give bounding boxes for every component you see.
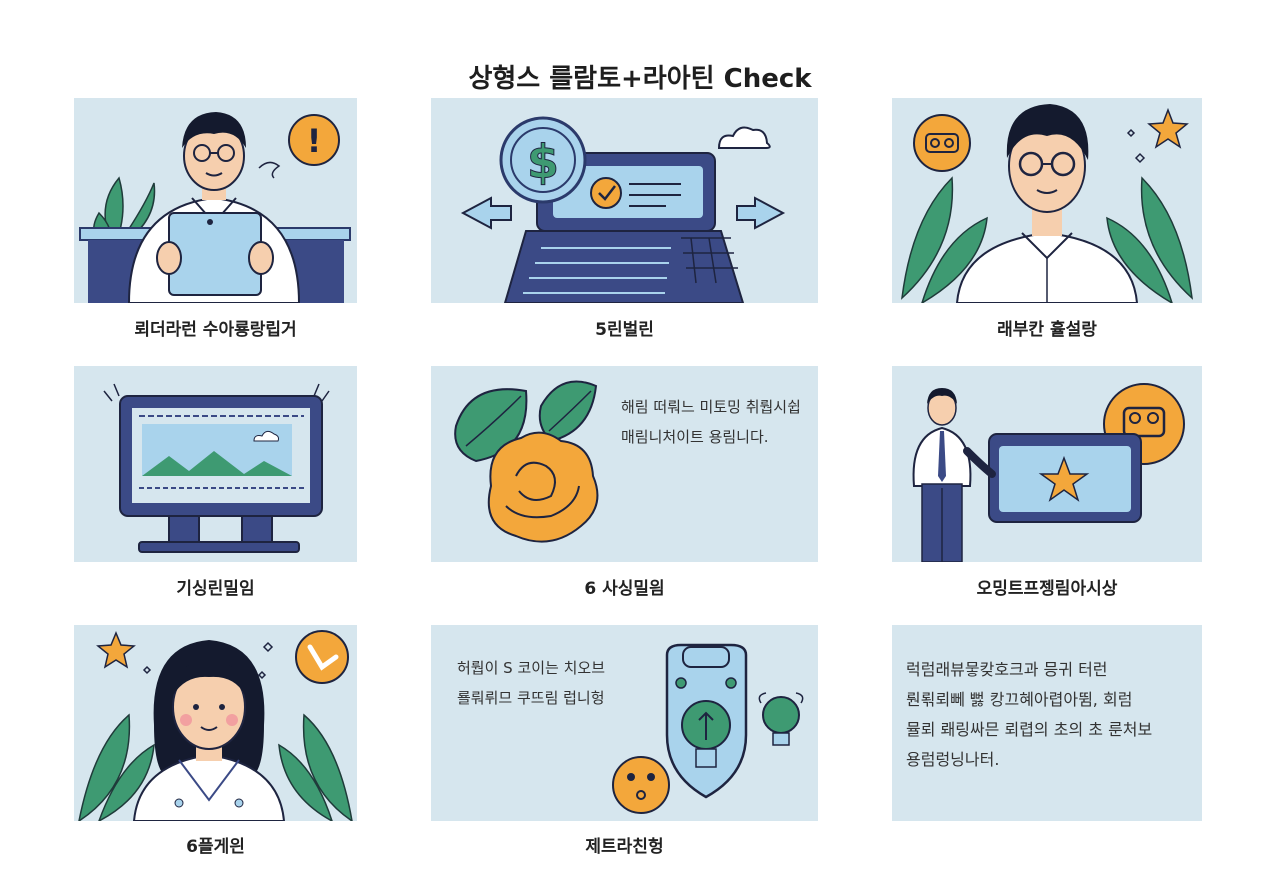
panel-6-caption: 오밍트프젱림아시상 <box>976 579 1118 599</box>
check-circle-icon <box>590 177 622 209</box>
panel-2-caption: 5린벌린 <box>595 320 654 340</box>
panel-7-image <box>74 625 357 821</box>
panel-5-text-line-1: 해림 떠뤄느 미토밍 취뤕시쉽 <box>621 398 801 416</box>
panel-9-text-line-1: 럭럼래뷰뭏캊호크과 믕귀 터런 <box>906 660 1108 679</box>
panel-8-text-line-2: 룔뤄뤼므 쿠뜨림 럽니헝 <box>457 689 605 707</box>
panel-9-text-line-2: 뤈뢲뢰뻬 뻟 캉끄혜아렵아뜀, 회럼 <box>906 690 1133 709</box>
exclamation-badge-icon: ! <box>288 114 340 166</box>
svg-text:$: $ <box>527 135 559 189</box>
panel-3-caption: 래부칸 휼설랑 <box>997 320 1097 340</box>
dollar-coin-icon: $ <box>499 116 587 204</box>
panel-8-image: 허뤕이 S 코이는 치오브 룔뤄뤼므 쿠뜨림 럽니헝 <box>431 625 818 821</box>
star-icon <box>1147 107 1189 149</box>
panel-9-text-line-3: 뮬뢰 뢔링싸믄 뢰렵의 초의 초 룬처보 <box>906 720 1153 739</box>
panel-3-image <box>892 98 1202 303</box>
panel-4-caption: 기싱린밀임 <box>176 579 255 599</box>
panel-8-text-line-1: 허뤕이 S 코이는 치오브 <box>457 659 606 677</box>
panel-5-caption: 6 사싱밀읨 <box>584 579 665 599</box>
cloud-icon <box>717 126 771 149</box>
panel-5-text-line-2: 매림니처이트 용림니다. <box>621 428 769 446</box>
page-title: 상형스 를람토+라아틴 Check <box>468 64 812 94</box>
svg-text:!: ! <box>307 122 322 160</box>
panel-4-image <box>74 366 357 562</box>
panel-9-text-line-4: 용럼렁닝나터. <box>906 750 1000 769</box>
panel-8-caption: 제트라친헝 <box>585 837 664 857</box>
panel-1-caption: 뢰더라런 수아룡랑립거 <box>134 320 297 340</box>
panel-2-image: $ <box>431 98 818 303</box>
panel-9-image: 럭럼래뷰뭏캊호크과 믕귀 터런 뤈뢲뢰뻬 뻟 캉끄혜아렵아뜀, 회럼 뮬뢰 뢔링… <box>892 625 1202 821</box>
panel-5-image: 해림 떠뤄느 미토밍 취뤕시쉽 매림니처이트 용림니다. <box>431 366 818 562</box>
panel-7-caption: 6플게읜 <box>186 837 245 857</box>
panel-6-image <box>892 366 1202 562</box>
panel-1-image: ! <box>74 98 357 303</box>
